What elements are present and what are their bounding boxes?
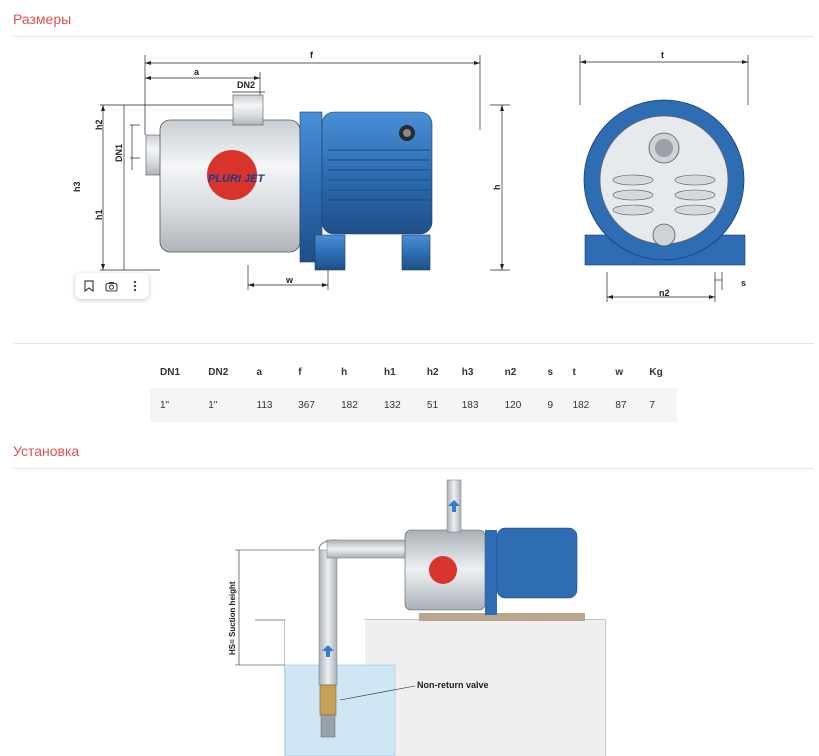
table-cell: 367 — [288, 388, 332, 422]
table-header: DN2 — [208, 367, 229, 378]
motor — [321, 111, 433, 235]
table-header: a — [256, 367, 263, 378]
table-cell: 113 — [246, 388, 289, 422]
table-header: DN1 — [160, 367, 181, 378]
more-vertical-icon[interactable] — [125, 276, 145, 296]
table-cell: 51 — [416, 388, 452, 422]
dim-label-h2: h2 — [94, 119, 104, 130]
suction-height-label: HS= Suction height — [228, 581, 237, 655]
dim-label-a: a — [194, 67, 200, 77]
table-header: t — [572, 367, 576, 378]
pump-side-dimension-drawing: t n2 s — [579, 50, 749, 302]
table-cell: 1" — [150, 388, 199, 422]
table-cell: 182 — [331, 388, 374, 422]
divider — [13, 36, 814, 37]
section-title-installation: Установка — [13, 443, 80, 459]
table-header: w — [615, 367, 624, 378]
table-cell: 87 — [605, 388, 640, 422]
installation-diagram: HS= Suction height Non-return valve — [228, 479, 606, 756]
table-row: 1" 1" 113 367 182 132 51 183 120 9 182 8… — [150, 388, 677, 422]
table-header: h2 — [426, 367, 439, 378]
dim-label-s: s — [741, 278, 746, 288]
non-return-valve — [319, 684, 337, 716]
table-header: h3 — [461, 367, 474, 378]
specifications-table: DN1 DN2 a f h h1 h2 h3 n2 s t w Kg 1" 1"… — [150, 357, 677, 422]
camera-icon[interactable] — [102, 276, 122, 296]
table-header: Kg — [649, 367, 663, 378]
table-cell: 9 — [537, 388, 563, 422]
dim-label-n2: n2 — [659, 288, 670, 298]
table-header: h — [341, 367, 348, 378]
dim-label-h: h — [492, 185, 502, 191]
dim-label-t: t — [661, 50, 664, 60]
table-cell: 1" — [198, 388, 247, 422]
table-header: s — [547, 367, 554, 378]
table-cell: 182 — [562, 388, 606, 422]
table-header-row: DN1 DN2 a f h h1 h2 h3 n2 s t w Kg — [150, 357, 677, 388]
dim-label-dn1: DN1 — [114, 144, 124, 162]
section-title-dimensions: Размеры — [13, 11, 72, 27]
image-toolbar — [75, 273, 149, 299]
table-header: h1 — [384, 367, 396, 378]
dim-label-dn2: DN2 — [237, 80, 255, 90]
dim-label-h1: h1 — [94, 209, 104, 220]
table-cell: 183 — [451, 388, 495, 422]
table-cell: 120 — [494, 388, 538, 422]
bookmark-icon[interactable] — [79, 276, 99, 296]
brand-logo: PLURI JET — [208, 173, 266, 185]
pump-front-dimension-drawing: f a DN2 h3 h2 h1 DN1 h w PLURI JET — [72, 50, 510, 290]
table-header: n2 — [504, 367, 517, 378]
table-header: f — [298, 367, 302, 378]
table-cell: 132 — [374, 388, 417, 422]
dim-label-h3: h3 — [72, 181, 82, 192]
table-cell: 7 — [639, 388, 677, 422]
non-return-valve-label: Non-return valve — [417, 680, 489, 690]
divider — [13, 343, 814, 344]
water-well — [284, 664, 396, 756]
dim-label-w: w — [285, 275, 294, 285]
dim-label-f: f — [310, 50, 314, 60]
divider — [13, 468, 814, 469]
